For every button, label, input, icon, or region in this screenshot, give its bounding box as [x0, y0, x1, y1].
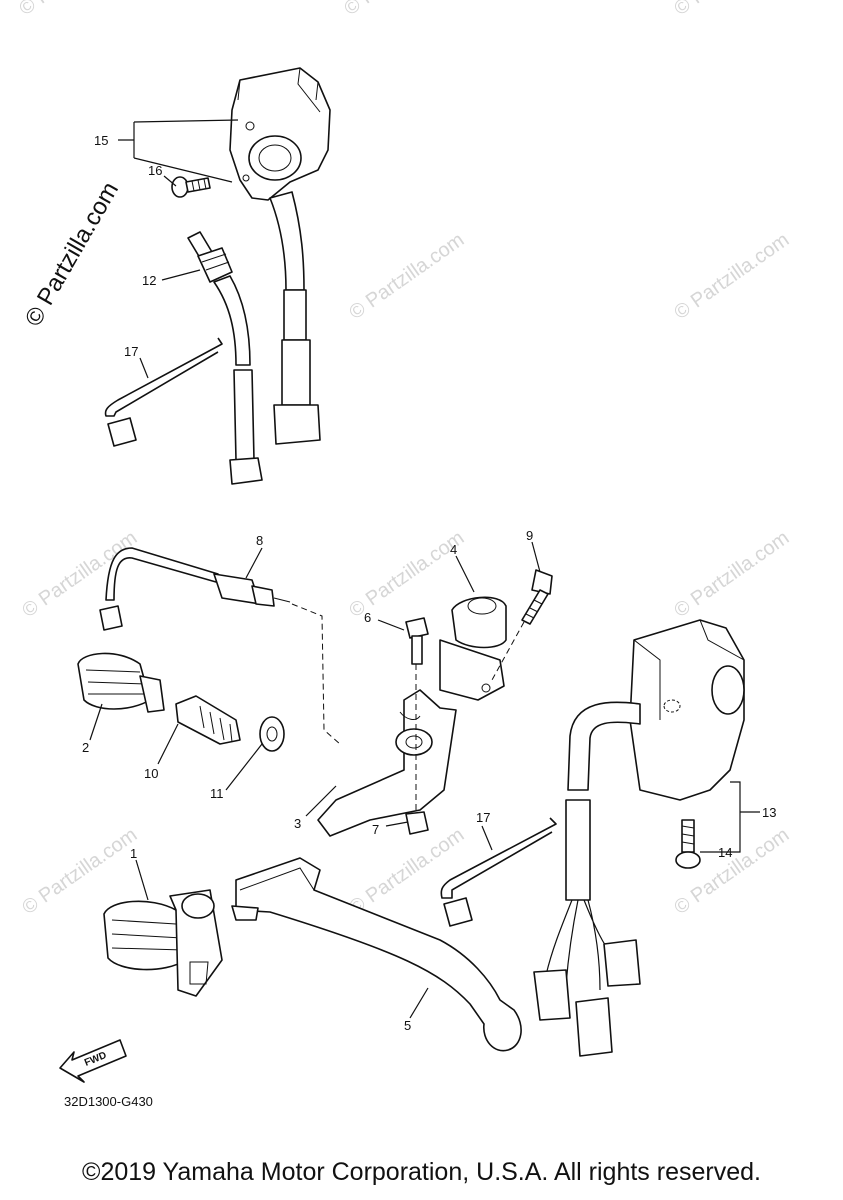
watermark-text: © Partzilla.com: [345, 229, 468, 324]
bellows-1: [103, 889, 223, 997]
watermark-text: © Partzilla.com: [18, 527, 141, 622]
watermark-main: © Partzilla.com: [20, 177, 124, 331]
callout-13: 13: [762, 805, 776, 820]
nut-11: [259, 716, 285, 752]
callout-2: 2: [82, 740, 89, 755]
callout-17: 17: [124, 344, 138, 359]
callout-14: 14: [718, 845, 732, 860]
handlebar-switch-right: [533, 619, 745, 1057]
callout-11: 11: [210, 786, 224, 801]
handlebar-switch-top: [229, 67, 331, 445]
watermark-text: © Partzilla.com: [670, 0, 793, 20]
callout-1: 1: [130, 846, 137, 861]
assembly-lines: [291, 603, 525, 810]
holder-3: [317, 689, 457, 837]
callout-5: 5: [404, 1018, 411, 1033]
watermark-text: © Partzilla.com: [340, 0, 463, 20]
copyright-notice: ©2019 Yamaha Motor Corporation, U.S.A. A…: [82, 1158, 761, 1186]
screw-14: [675, 819, 701, 869]
screw-16: [171, 176, 211, 198]
callout-3: 3: [294, 816, 301, 831]
callouts: 15 16 12 17 8 4 9 6 2 10 11 3 7 13 17 14…: [82, 133, 776, 1033]
sensor-8: [99, 547, 291, 631]
callout-8: 8: [256, 533, 263, 548]
bolt-6: [405, 617, 429, 665]
cable-tie-17-top: [104, 337, 223, 447]
diagram-code: 32D1300-G430: [64, 1094, 153, 1109]
callout-12: 12: [142, 273, 156, 288]
forward-arrow-icon: FWD: [59, 1039, 127, 1083]
leader-lines: [89, 119, 760, 1019]
bellows-2: [77, 652, 165, 713]
clamp-4: [439, 596, 507, 701]
cable-tie-17-lower: [440, 817, 557, 927]
callout-9: 9: [526, 528, 533, 543]
watermark-text: © Partzilla.com: [670, 527, 793, 622]
callout-17: 17: [476, 810, 490, 825]
callout-6: 6: [364, 610, 371, 625]
switch-12: [187, 231, 263, 485]
callout-7: 7: [372, 822, 379, 837]
watermark-text: © Partzilla.com: [15, 0, 138, 20]
callout-15: 15: [94, 133, 108, 148]
nut-7: [405, 811, 429, 835]
adjuster-10: [175, 695, 241, 745]
lever-5: [231, 857, 522, 1052]
callout-16: 16: [148, 163, 162, 178]
bolt-9: [521, 569, 553, 625]
callout-4: 4: [450, 542, 457, 557]
watermark-text: © Partzilla.com: [670, 229, 793, 324]
callout-10: 10: [144, 766, 158, 781]
